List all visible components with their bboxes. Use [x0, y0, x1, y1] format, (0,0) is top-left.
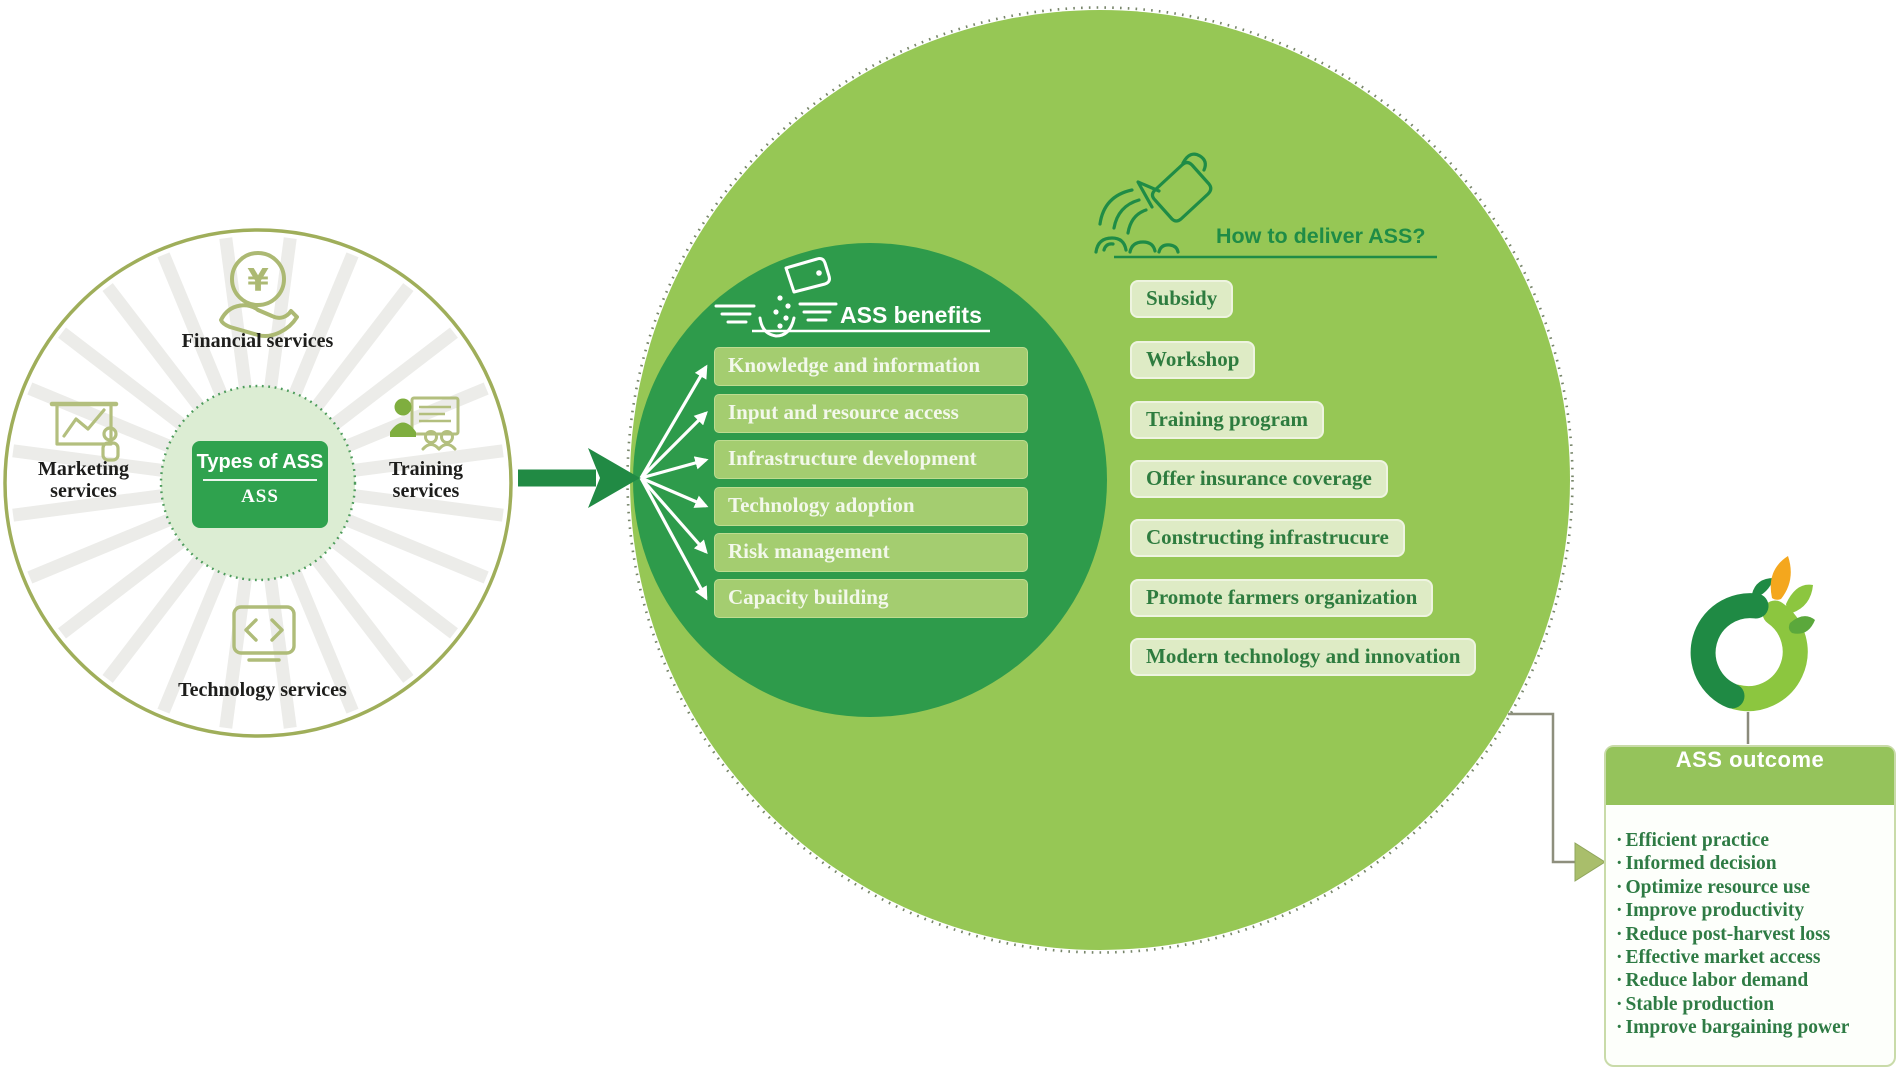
deliver-item: Workshop	[1130, 341, 1256, 379]
outcome-title: ASS outcome	[1606, 747, 1894, 805]
outcome-item: Improve bargaining power	[1616, 1016, 1888, 1039]
deliver-title: How to deliver ASS?	[1216, 224, 1426, 248]
benefit-row: Risk management	[714, 532, 1028, 572]
deliver-item: Training program	[1130, 401, 1324, 439]
benefit-row: Knowledge and information	[714, 347, 1028, 386]
wheel-ring	[3, 228, 513, 738]
outcome-item: Reduce labor demand	[1616, 969, 1888, 992]
outcome-connector	[1508, 712, 1606, 882]
service-label-training: Training services	[388, 458, 464, 502]
perforated-edge	[626, 6, 1574, 954]
outcome-item: Efficient practice	[1616, 829, 1888, 852]
watering-can-icon	[1094, 152, 1213, 254]
deliver-item: Offer insurance coverage	[1130, 460, 1388, 498]
outcome-box: ASS outcome Efficient practice Informed …	[1604, 745, 1896, 1067]
outcome-item: Improve productivity	[1616, 899, 1888, 922]
svg-text:¥: ¥	[247, 263, 269, 299]
trainer-group-icon	[390, 396, 460, 451]
benefits-title: ASS benefits	[840, 302, 982, 328]
types-of-ass-box: Types of ASS ASS	[192, 441, 328, 528]
types-of-ass-title: Types of ASS	[196, 451, 324, 473]
outcome-item: Informed decision	[1616, 852, 1888, 875]
hand-yen-icon: ¥	[219, 251, 299, 338]
sowing-hand-icon	[714, 257, 838, 338]
presentation-chart-icon	[49, 401, 120, 462]
benefit-row: Capacity building	[714, 578, 1028, 618]
code-screen-icon	[232, 605, 296, 662]
service-label-technology: Technology services	[178, 679, 347, 701]
deliver-item: Subsidy	[1130, 280, 1234, 318]
benefit-row: Input and resource access	[714, 393, 1028, 433]
deliver-item: Modern technology and innovation	[1130, 638, 1477, 676]
deliver-item: Constructing infrastrucure	[1130, 519, 1405, 557]
types-of-ass-subtitle: ASS	[241, 486, 279, 507]
benefit-fan-arrows	[639, 364, 709, 601]
outcome-item: Reduce post-harvest loss	[1616, 923, 1888, 946]
benefit-row: Infrastructure development	[714, 440, 1028, 479]
outcome-item: Effective market access	[1616, 946, 1888, 969]
outcome-item: Optimize resource use	[1616, 876, 1888, 899]
benefit-row: Technology adoption	[714, 486, 1028, 526]
outcome-list: Efficient practice Informed decision Opt…	[1606, 805, 1894, 1040]
main-circle	[626, 6, 1574, 954]
flow-arrow	[518, 448, 640, 508]
service-label-marketing: Marketing services	[37, 458, 130, 502]
leaf-swirl-logo	[1690, 556, 1815, 744]
service-label-financial: Financial services	[181, 330, 334, 352]
center-box-divider	[203, 479, 317, 481]
outcome-item: Stable production	[1616, 993, 1888, 1016]
deliver-item: Promote farmers organization	[1130, 579, 1434, 617]
